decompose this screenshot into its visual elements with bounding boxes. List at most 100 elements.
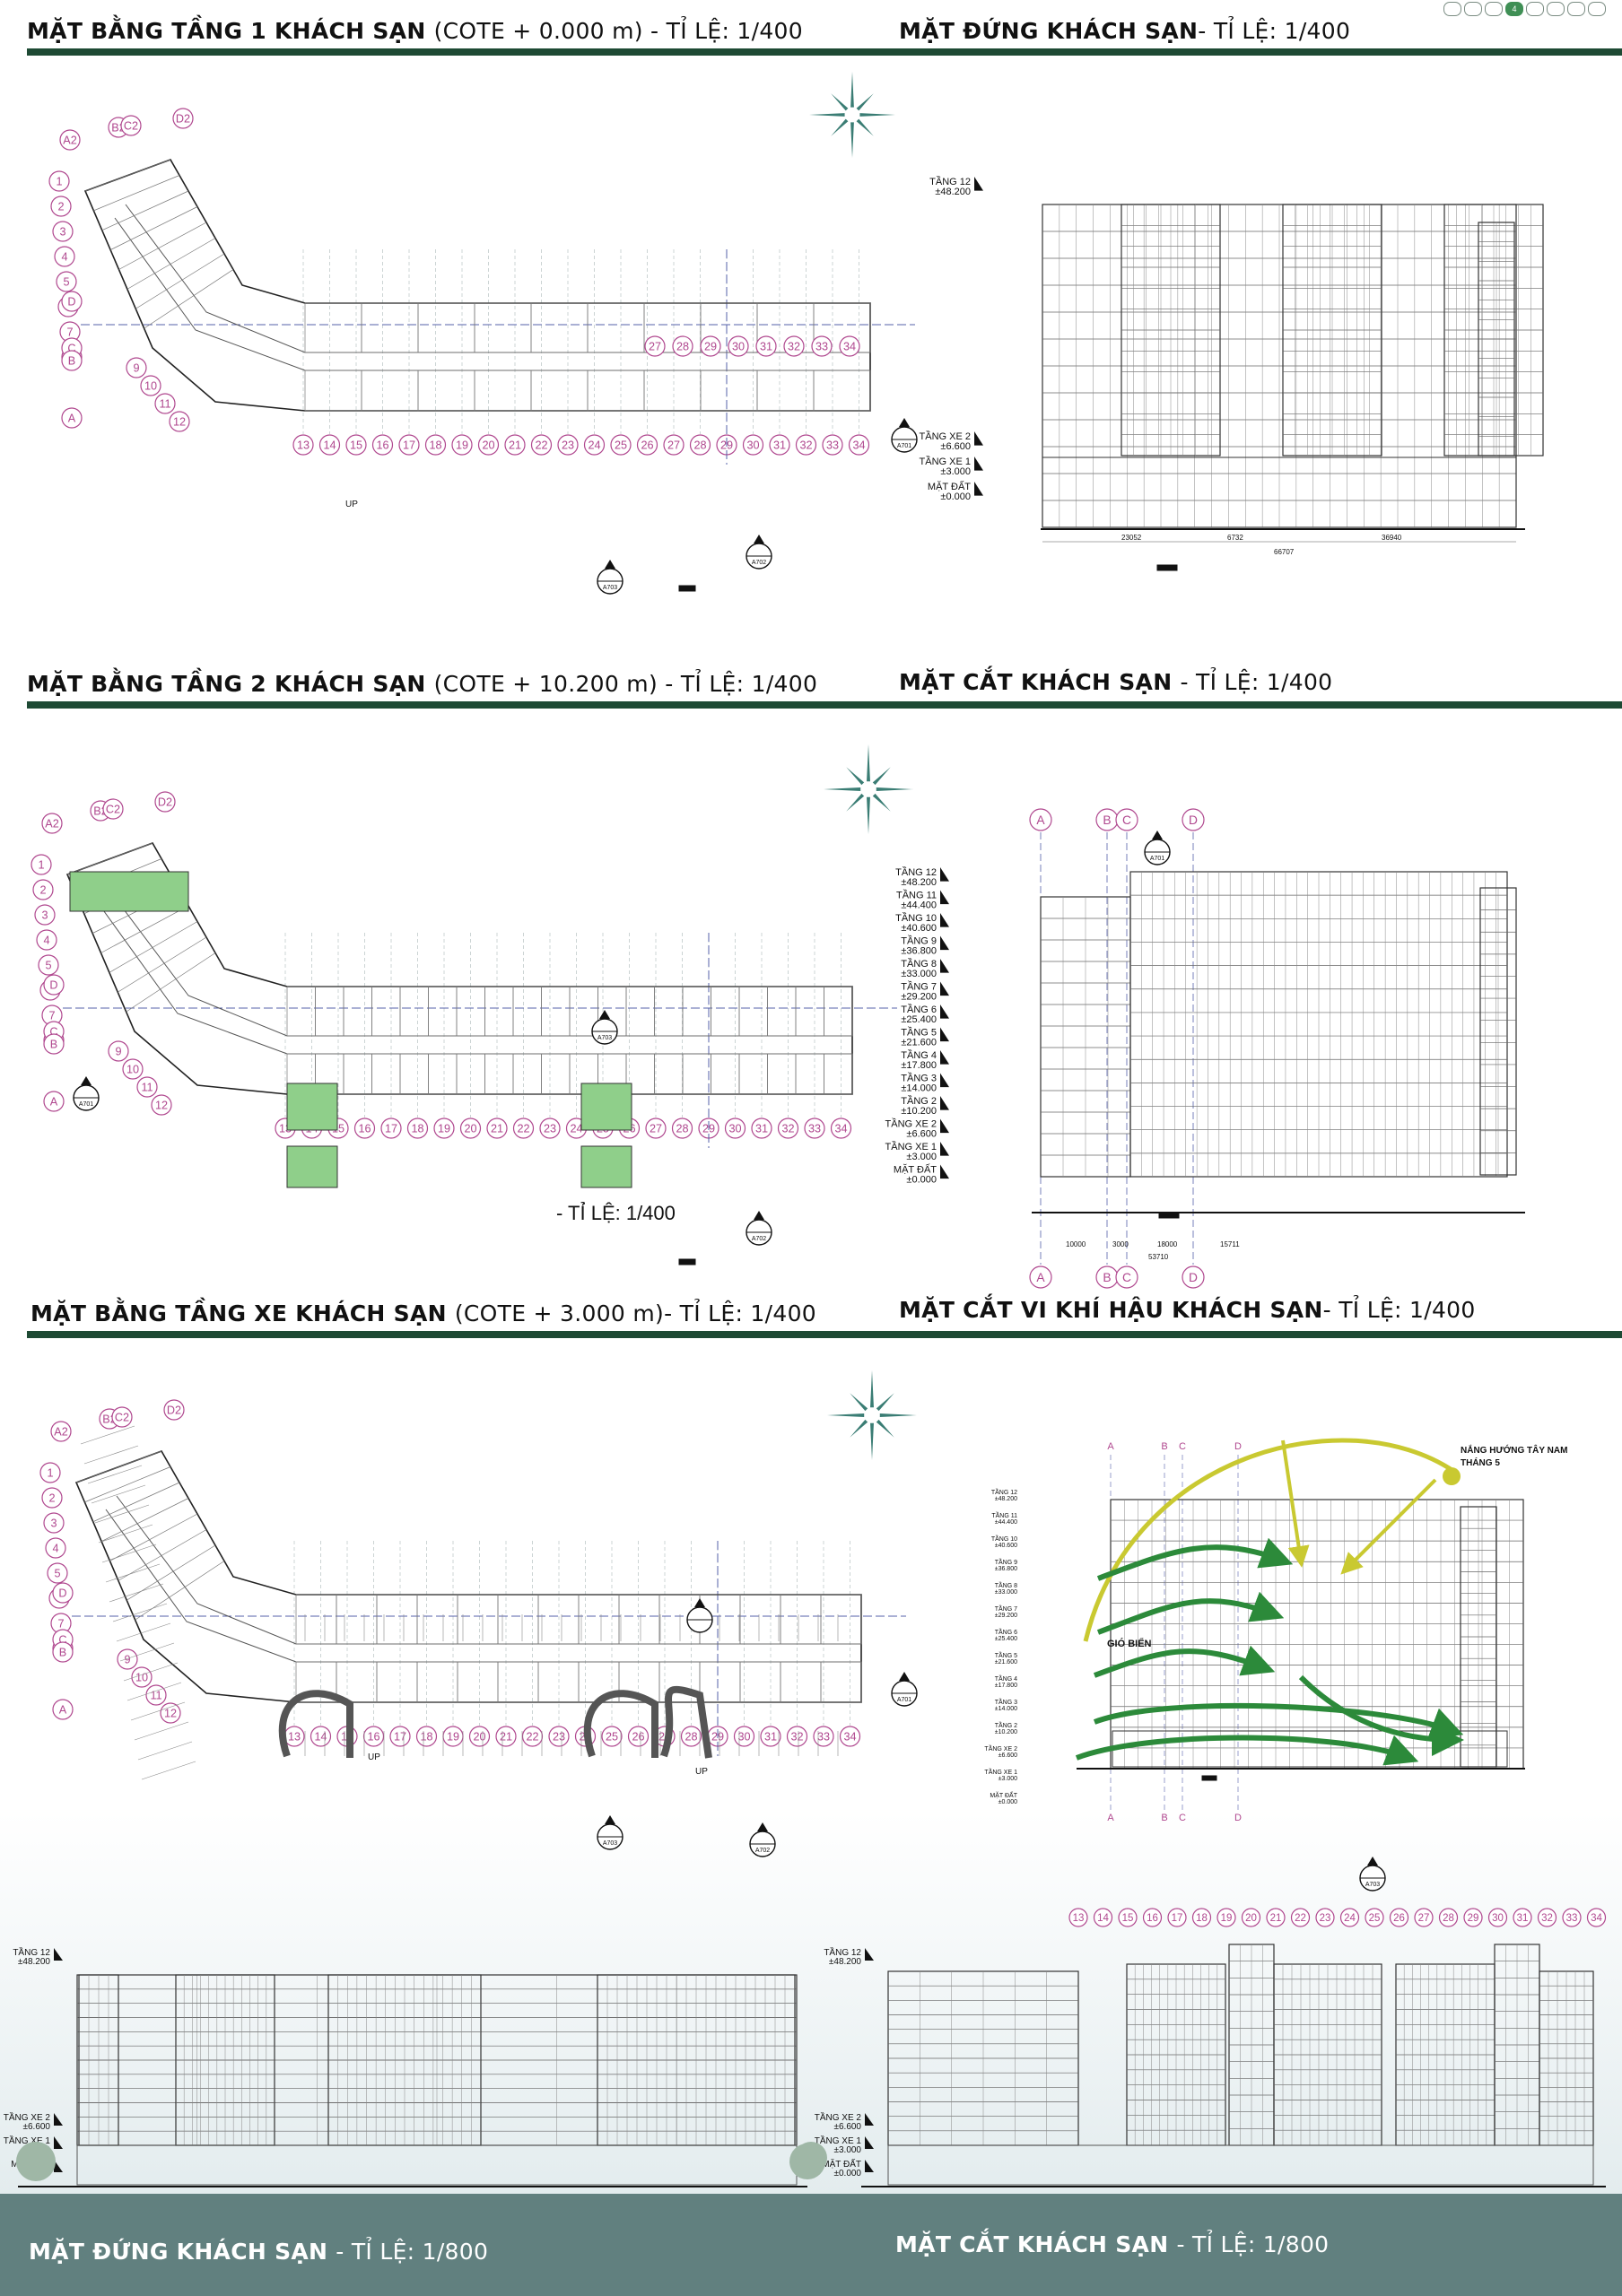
plan2-grid-bottom-30: 30 — [728, 1123, 741, 1135]
plan2-grid-left-2: 2 — [39, 884, 46, 897]
elev1b-level-mark-2 — [974, 482, 983, 496]
sect2-grid-top-19-circle — [1216, 1908, 1236, 1927]
page-dot-5[interactable] — [1526, 2, 1544, 16]
plan1-grid-wing-11: 11 — [159, 398, 170, 411]
plan1-grid-bottom-31: 31 — [773, 439, 786, 452]
sect2-grid-top-30-circle — [1487, 1908, 1508, 1927]
sect2-grid-top-32: 32 — [1541, 1913, 1553, 1924]
plan3-grid-left-4: 4 — [52, 1543, 58, 1555]
sect1-level-value-9: ±14.000 — [901, 1083, 937, 1094]
plan1-marker-a701: A701 — [897, 443, 911, 449]
sect2-podium — [887, 2144, 1594, 2186]
plan1-grid-bottom-32: 32 — [799, 439, 812, 452]
plan1-grid-bottom-22: 22 — [535, 439, 547, 452]
sect1-grid-top-A-circle — [1029, 808, 1052, 831]
plan2-grid-wing-9: 9 — [115, 1046, 121, 1058]
plan3-grid-left-3: 3 — [50, 1518, 57, 1530]
plan1-grid-left-7: 7 — [66, 326, 73, 339]
elev2-title: MẶT ĐỨNG KHÁCH SẠN - TỈ LỆ: 1/800 — [29, 2239, 488, 2265]
page-dot-7[interactable] — [1567, 2, 1585, 16]
climate-level-name-1: TẦNG 11 — [991, 1510, 1017, 1519]
plan1-room-bottom-1 — [361, 370, 419, 412]
plan2-grid-C2-circle — [102, 798, 124, 820]
sect2-grid-top-33: 33 — [1566, 1913, 1578, 1924]
plan2-grid-bottom-17: 17 — [385, 1123, 397, 1135]
page-dot-4[interactable]: 4 — [1505, 2, 1523, 16]
sect2-grid-top-23: 23 — [1320, 1913, 1331, 1924]
plan2-marker-a701-tip — [81, 1076, 92, 1085]
plan3-compass-ray-7 — [850, 1393, 868, 1412]
plan1-grid-D2-circle — [172, 108, 194, 129]
plan2-compass-ray-1 — [872, 767, 891, 786]
sect2b-level-mark-1 — [865, 2136, 874, 2149]
plan2-grid-bottom-20: 20 — [464, 1123, 476, 1135]
plan1-grid-bottom-17: 17 — [403, 439, 415, 452]
sect1-grid-bottom-A-circle — [1029, 1265, 1052, 1289]
plan1-grid-bottom-16: 16 — [376, 439, 388, 452]
sect1-level-mark-8 — [940, 1050, 949, 1065]
plan3-wing-divider-4 — [109, 1513, 198, 1561]
sect2-marker-a703-tip — [1367, 1857, 1378, 1866]
sect1-grid-bottom-B: B — [1103, 1271, 1111, 1284]
plan2-grid-bottom-22: 22 — [517, 1123, 529, 1135]
plan1-room-bottom-3 — [474, 370, 532, 412]
sect2-grid-top-22-circle — [1290, 1908, 1311, 1927]
sect2-grid-top-15-circle — [1118, 1908, 1138, 1927]
climate-wind-5 — [1298, 1674, 1464, 1756]
elev1b-level-value-0: ±6.600 — [940, 441, 971, 452]
plan3-grid-left-2-circle — [41, 1487, 63, 1509]
sect2-grid-top-33-circle — [1562, 1908, 1582, 1927]
page-dot-6[interactable] — [1547, 2, 1565, 16]
climate-level-value-0: ±48.200 — [995, 1496, 1017, 1502]
sect2-grid-top-16: 16 — [1147, 1913, 1158, 1924]
sect2b-level-name-0: TẦNG XE 2 — [815, 2111, 862, 2123]
plan1-grid-bottom-26-circle — [636, 434, 658, 456]
plan3-room-bottom-3 — [416, 1661, 458, 1703]
plan2-compass-ray-6 — [824, 787, 861, 791]
page-indicator: 4 — [1443, 2, 1606, 16]
plan1-grid-axis-B-circle — [61, 350, 83, 371]
plan2-grid-bottom-34: 34 — [834, 1123, 847, 1135]
climate-title-text: MẶT CẮT VI KHÍ HẬU KHÁCH SẠN — [899, 1297, 1323, 1323]
page-dot-3[interactable] — [1485, 2, 1503, 16]
plan3-stall-wing-14 — [130, 1701, 186, 1721]
plan1-grid-bottom-25: 25 — [615, 439, 627, 452]
plan3-compass-ray-3 — [876, 1419, 894, 1438]
plan3-grid-bottom-33-circle — [813, 1726, 834, 1747]
sect2-grid-top-26-circle — [1389, 1908, 1409, 1927]
sect2b-level-value-1: ±3.000 — [833, 2145, 861, 2155]
plan3-room-top-0 — [295, 1594, 337, 1645]
plan1-wing-divider-6 — [135, 253, 225, 309]
plan1-grid-left-1-circle — [48, 170, 70, 192]
climate-wind-4 — [1075, 1735, 1419, 1766]
elev1a-level-mark-0 — [974, 177, 983, 191]
plan3-grid-bottom-13: 13 — [288, 1731, 301, 1744]
plan1-grid-bottom-28-circle — [689, 434, 711, 456]
plan1-grid-top-31: 31 — [760, 341, 772, 353]
plan2-grid-bottom-28: 28 — [676, 1123, 688, 1135]
sect1-grid-top-A: A — [1036, 813, 1045, 827]
climate-level-value-1: ±44.400 — [995, 1519, 1017, 1526]
plan1-grid-axis-D: D — [67, 296, 75, 309]
page-dot-1[interactable] — [1443, 2, 1461, 16]
elev1-scale: - TỈ LỆ: 1/400 — [1198, 18, 1351, 44]
elev1-title: MẶT ĐỨNG KHÁCH SẠN- TỈ LỆ: 1/400 — [899, 18, 1350, 44]
page-dot-8[interactable] — [1588, 2, 1606, 16]
plan1-room-bottom-8 — [756, 370, 815, 412]
sect2b-level-mark-0 — [865, 2113, 874, 2126]
plan1-title: MẶT BẰNG TẦNG 1 KHÁCH SẠN (COTE + 0.000 … — [27, 18, 803, 44]
plan1-grid-left-2: 2 — [57, 201, 64, 213]
plan3-grid-axis-C: C — [58, 1634, 66, 1647]
plan3-stall-wing-0 — [80, 1425, 135, 1445]
drawing-sheet: A2B2C2D212345678DCBA91011121314151617181… — [0, 72, 1622, 2194]
plan1-grid-D2: D2 — [176, 113, 190, 126]
sect2-grid-top-13-circle — [1068, 1908, 1088, 1927]
plan3-grid-axis-B: B — [59, 1647, 66, 1659]
plan3-stall-wing-1 — [83, 1445, 139, 1465]
sect1-level-mark-11 — [940, 1118, 949, 1134]
plan1-title-text: MẶT BẰNG TẦNG 1 KHÁCH SẠN — [27, 18, 426, 44]
plan2-grid-bottom-16: 16 — [358, 1123, 371, 1135]
sect1-title: MẶT CẮT KHÁCH SẠN - TỈ LỆ: 1/400 — [899, 669, 1332, 695]
plan3-wing-divider-1 — [84, 1466, 171, 1503]
page-dot-2[interactable] — [1464, 2, 1482, 16]
